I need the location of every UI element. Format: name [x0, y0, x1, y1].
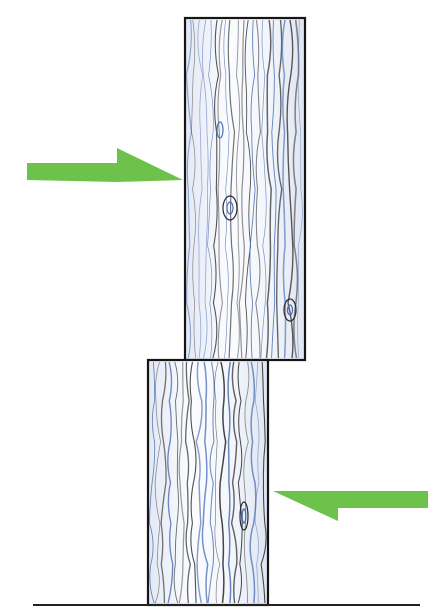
knot: [226, 201, 234, 215]
grain-line: [243, 361, 250, 604]
grain-line: [189, 361, 197, 604]
lower-block-grain: [148, 361, 267, 604]
push-arrow-right: [27, 148, 183, 182]
grain-line: [212, 19, 220, 359]
grain-line: [249, 19, 256, 359]
knot: [216, 121, 224, 139]
knot: [283, 298, 297, 322]
knot: [286, 304, 294, 316]
grain-line: [260, 361, 267, 604]
knot: [239, 501, 249, 531]
grain-line: [286, 19, 294, 359]
grain-line: [197, 19, 204, 359]
grain-line: [217, 19, 223, 359]
grain-line: [207, 361, 215, 604]
grain-line: [235, 19, 241, 359]
grain-line: [237, 361, 243, 604]
grain-line: [230, 361, 238, 604]
upper-wooden-block: [183, 16, 307, 362]
push-arrow-left: [273, 491, 428, 521]
grain-line: [202, 19, 209, 359]
grain-line: [178, 361, 185, 604]
grain-line: [292, 19, 300, 359]
grain-line: [173, 361, 179, 604]
grain-line: [219, 361, 227, 604]
grain-line: [260, 19, 267, 359]
grain-line: [214, 361, 221, 604]
grain-line: [223, 19, 230, 359]
grain-line: [255, 19, 261, 359]
grain-line: [227, 361, 232, 604]
grain-line: [167, 361, 174, 604]
grain-line: [201, 361, 209, 604]
grain-line: [254, 361, 260, 604]
grain-line: [249, 361, 257, 604]
upper-block-knots: [216, 121, 297, 322]
grain-line: [148, 361, 156, 604]
grain-line: [244, 19, 252, 359]
grain-line: [207, 19, 214, 359]
grain-line: [191, 19, 196, 359]
grain-line: [227, 19, 236, 359]
grain-line: [265, 19, 272, 359]
grain-line: [160, 361, 167, 604]
knot: [222, 195, 238, 221]
lower-wooden-block: [146, 358, 270, 607]
grain-line: [185, 19, 192, 359]
grain-line: [276, 19, 283, 359]
grain-line: [297, 19, 303, 359]
grain-line: [195, 361, 203, 604]
lower-block-knots: [239, 501, 249, 531]
grain-line: [238, 19, 245, 359]
grain-line: [271, 19, 277, 359]
knot: [241, 508, 247, 524]
grain-line: [154, 361, 161, 604]
grain-line: [184, 361, 191, 604]
